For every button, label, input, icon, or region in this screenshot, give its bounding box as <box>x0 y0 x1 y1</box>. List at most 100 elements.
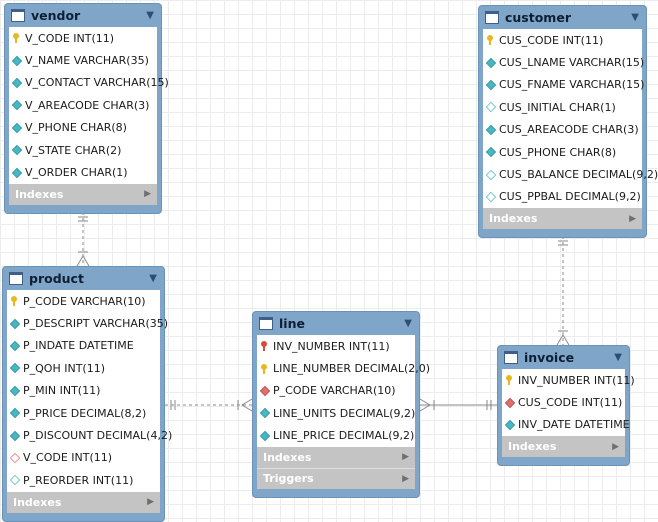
column-label: CUS_PHONE CHAR(8) <box>499 145 617 159</box>
triangle-right-icon[interactable]: ▶ <box>612 441 619 452</box>
column-row[interactable]: V_CODE INT(11) <box>7 447 160 469</box>
column-label: V_ORDER CHAR(1) <box>25 166 128 180</box>
section-indexes[interactable]: Indexes ▶ <box>9 183 157 205</box>
section-triggers[interactable]: Triggers▶ <box>257 467 415 489</box>
column-row[interactable]: INV_DATE DATETIME <box>502 414 630 436</box>
foreign-key-icon <box>504 397 516 408</box>
column-row[interactable]: P_CODE VARCHAR(10) <box>7 290 160 312</box>
column-row[interactable]: V_ORDER CHAR(1) <box>9 161 157 183</box>
primary-key-icon <box>260 363 270 374</box>
section-label: Indexes <box>15 187 64 201</box>
column-row[interactable]: CUS_INITIAL CHAR(1) <box>483 96 642 118</box>
relationship-customer-invoice[interactable] <box>556 236 570 346</box>
not-null-column-icon <box>9 430 21 441</box>
relationship-product-line[interactable] <box>165 398 253 412</box>
column-label: CUS_AREACODE CHAR(3) <box>499 123 639 137</box>
column-label: INV_NUMBER INT(11) <box>273 339 390 353</box>
not-null-column-icon <box>11 167 23 178</box>
column-row[interactable]: P_PRICE DECIMAL(8,2) <box>7 402 160 424</box>
table-product[interactable]: product▼ P_CODE VARCHAR(10) P_DESCRIPT VAR… <box>2 266 172 522</box>
column-label: P_CODE VARCHAR(10) <box>23 294 146 308</box>
table-line[interactable]: line▼ INV_NUMBER INT(11) LINE_NUMBER DECIM… <box>252 311 430 498</box>
table-header[interactable]: product▼ <box>7 267 160 290</box>
triangle-right-icon[interactable]: ▶ <box>402 452 409 463</box>
column-row[interactable]: CUS_AREACODE CHAR(3) <box>483 119 642 141</box>
section-label: Indexes <box>489 212 538 226</box>
column-row[interactable]: V_CONTACT VARCHAR(15) <box>9 72 169 94</box>
column-label: P_DISCOUNT DECIMAL(4,2) <box>23 429 173 443</box>
column-list: P_CODE VARCHAR(10) P_DESCRIPT VARCHAR(35)… <box>7 290 172 492</box>
section-indexes[interactable]: Indexes ▶ <box>257 446 415 468</box>
primary-key-icon <box>10 296 20 307</box>
table-header[interactable]: line▼ <box>257 312 415 335</box>
column-label: V_PHONE CHAR(8) <box>25 121 127 135</box>
primary-foreign-key-icon <box>260 341 270 352</box>
triangle-down-icon[interactable]: ▼ <box>149 273 157 284</box>
nullable-column-icon <box>9 475 21 486</box>
table-name: invoice <box>524 350 575 365</box>
column-row[interactable]: CUS_PPBAL DECIMAL(9,2) <box>483 186 642 208</box>
column-row[interactable]: V_STATE CHAR(2) <box>9 139 157 161</box>
primary-key-icon <box>486 35 496 46</box>
column-label: P_DESCRIPT VARCHAR(35) <box>23 317 169 331</box>
section-indexes[interactable]: Indexes▶ <box>7 491 160 513</box>
column-row[interactable]: LINE_PRICE DECIMAL(9,2) <box>257 425 415 447</box>
column-row[interactable]: CUS_CODE INT(11) <box>502 391 625 413</box>
column-row[interactable]: V_PHONE CHAR(8) <box>9 117 157 139</box>
triangle-right-icon[interactable]: ▶ <box>402 473 409 484</box>
column-row[interactable]: CUS_LNAME VARCHAR(15) <box>483 51 645 73</box>
not-null-column-icon <box>11 77 23 89</box>
column-row[interactable]: CUS_PHONE CHAR(8) <box>483 141 642 163</box>
not-null-column-icon <box>9 385 21 396</box>
column-row[interactable]: P_MIN INT(11) <box>7 380 160 402</box>
table-invoice[interactable]: invoice ▼ INV_NUMBER INT(11)CUS_CODE INT(1… <box>497 345 635 467</box>
column-row[interactable]: INV_NUMBER INT(11) <box>502 369 635 391</box>
column-row[interactable]: P_INDATE DATETIME <box>7 335 160 357</box>
primary-key-icon <box>12 33 22 44</box>
triangle-down-icon[interactable]: ▼ <box>614 352 622 363</box>
column-row[interactable]: P_REORDER INT(11) <box>7 469 160 491</box>
column-row[interactable]: V_CODE INT(11) <box>9 27 157 49</box>
column-row[interactable]: P_CODE VARCHAR(10) <box>257 380 415 402</box>
column-row[interactable]: CUS_CODE INT(11) <box>483 29 642 51</box>
section-indexes[interactable]: Indexes▶ <box>502 436 625 458</box>
table-header[interactable]: customer▼ <box>483 6 642 29</box>
table-icon <box>11 9 25 22</box>
column-row[interactable]: CUS_BALANCE DECIMAL(9,2) <box>483 163 658 185</box>
table-header[interactable]: vendor▼ <box>9 4 157 27</box>
column-row[interactable]: INV_NUMBER INT(11) <box>257 335 415 357</box>
triangle-right-icon[interactable]: ▶ <box>147 497 154 508</box>
triangle-right-icon[interactable]: ▶ <box>144 189 151 200</box>
section-label: Indexes <box>263 450 312 464</box>
column-row[interactable]: LINE_NUMBER DECIMAL(2,0) <box>257 357 430 379</box>
column-label: V_CODE INT(11) <box>25 31 115 45</box>
triangle-right-icon[interactable]: ▶ <box>629 213 636 224</box>
relationship-vendor-product[interactable] <box>76 212 90 267</box>
relationship-invoice-line[interactable] <box>419 398 497 412</box>
column-row[interactable]: P_DISCOUNT DECIMAL(4,2) <box>7 424 172 446</box>
column-row[interactable]: V_NAME VARCHAR(35) <box>9 49 157 71</box>
column-label: V_STATE CHAR(2) <box>25 143 122 157</box>
column-row[interactable]: CUS_FNAME VARCHAR(15) <box>483 74 644 96</box>
foreign-key-icon <box>259 385 271 397</box>
column-label: CUS_LNAME VARCHAR(15) <box>499 56 645 70</box>
column-label: LINE_PRICE DECIMAL(9,2) <box>273 429 415 443</box>
not-null-column-icon <box>11 100 23 111</box>
column-row[interactable]: LINE_UNITS DECIMAL(9,2) <box>257 402 415 424</box>
column-row[interactable]: V_AREACODE CHAR(3) <box>9 94 157 116</box>
primary-key-icon <box>505 375 515 386</box>
section-indexes[interactable]: Indexes ▶ <box>483 208 642 230</box>
nullable-column-icon <box>485 102 497 113</box>
table-vendor[interactable]: vendor▼V_CODE INT(11)V_NAME VARCHAR(35)V… <box>4 3 169 214</box>
table-customer[interactable]: customer▼CUS_CODE INT(11) CUS_LNAME VARCH… <box>478 5 658 239</box>
triangle-down-icon[interactable]: ▼ <box>404 318 412 329</box>
column-row[interactable]: P_QOH INT(11) <box>7 357 160 379</box>
table-header[interactable]: invoice ▼ <box>502 346 625 369</box>
not-null-column-icon <box>9 318 21 329</box>
column-label: CUS_PPBAL DECIMAL(9,2) <box>499 190 641 204</box>
column-row[interactable]: P_DESCRIPT VARCHAR(35) <box>7 312 168 334</box>
triangle-down-icon[interactable]: ▼ <box>631 12 639 23</box>
nullable-column-icon <box>485 191 497 203</box>
triangle-down-icon[interactable]: ▼ <box>146 10 154 21</box>
